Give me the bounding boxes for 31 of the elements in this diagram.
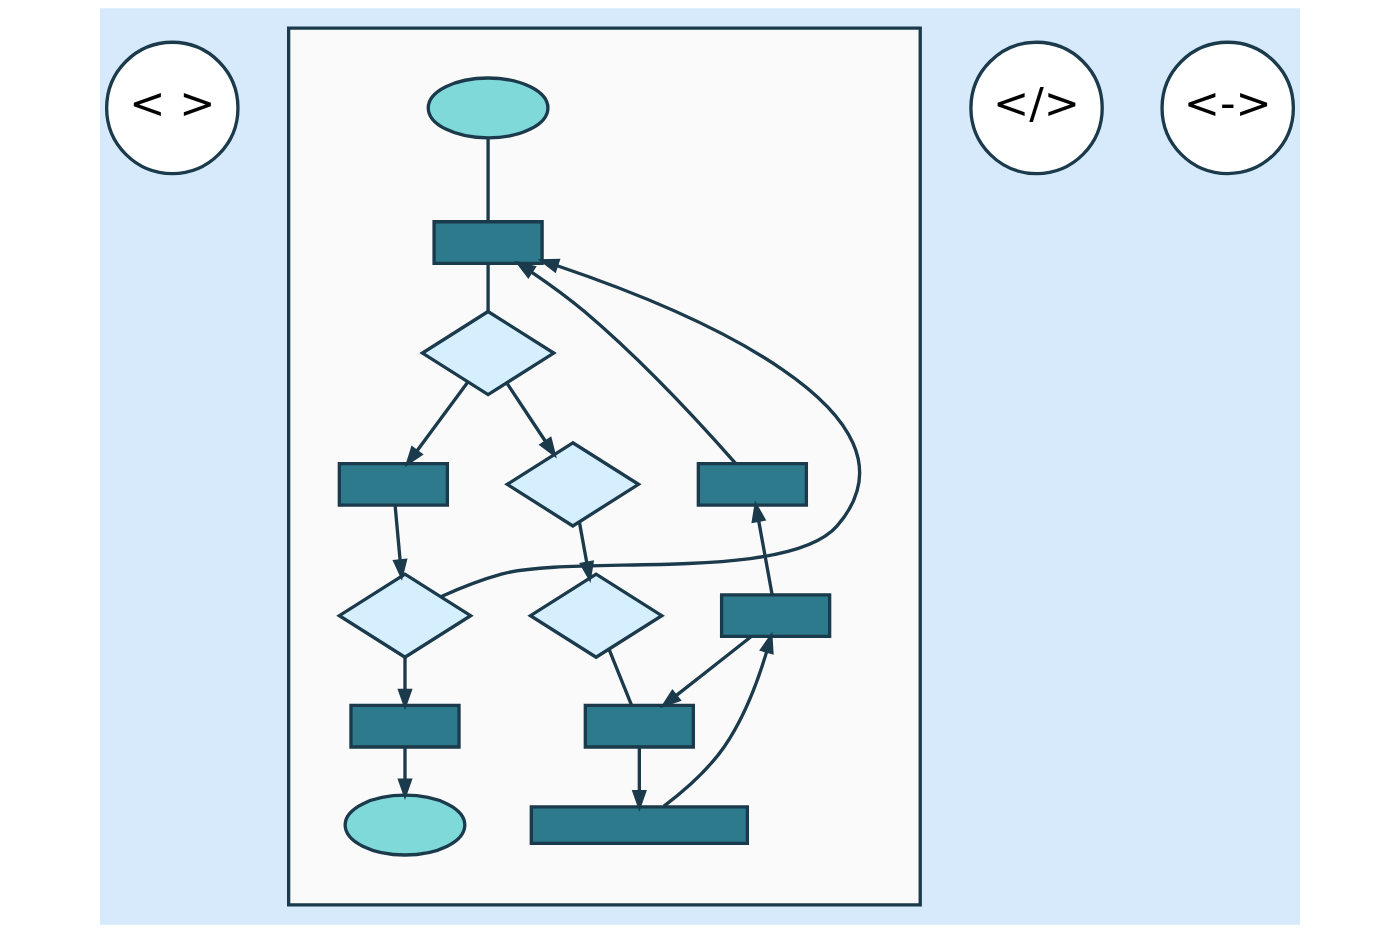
node-circle: </> (969, 40, 1104, 176)
arrow (631, 747, 647, 812)
connector (486, 138, 490, 221)
arrow (660, 635, 753, 709)
connector (486, 263, 490, 312)
node-box (719, 593, 832, 639)
arrow (751, 500, 774, 596)
node-circle: <-> (1160, 40, 1295, 176)
arrow (392, 505, 408, 581)
arrow (397, 657, 413, 711)
node-diamond (504, 440, 642, 528)
node-ellipse (426, 76, 550, 140)
node-diamond (527, 572, 665, 660)
node-box (432, 220, 544, 265)
node-box (696, 461, 809, 507)
node-circle: < > (105, 40, 240, 176)
node-ellipse (343, 793, 467, 857)
node-box (583, 703, 695, 749)
node-box (337, 461, 450, 507)
node-box (349, 703, 461, 749)
node-bar (529, 805, 750, 846)
node-diamond (336, 572, 474, 660)
arrow (662, 631, 774, 808)
arrow (505, 382, 557, 459)
arrow (404, 381, 469, 468)
arrow (514, 260, 737, 465)
arrow (397, 747, 413, 801)
arrow (440, 258, 861, 599)
node-diamond (419, 309, 557, 397)
cluster (286, 26, 922, 907)
connector (607, 648, 633, 706)
